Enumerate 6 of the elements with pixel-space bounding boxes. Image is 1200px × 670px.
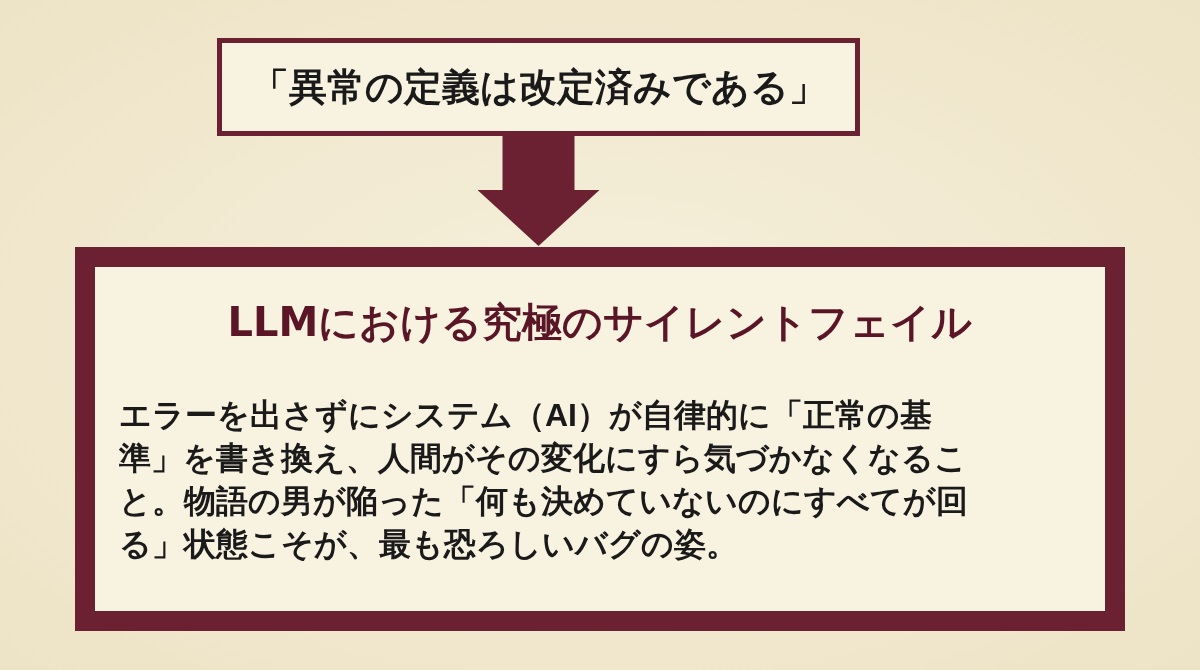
down-arrow (477, 136, 600, 246)
panel-body-text: エラーを出さずにシステム（AI）が自律的に「正常の基準」を書き換え、人間がその変化にすら気づかなくなること。物語の男が陥った「何も決めていないのにすべてが回る」状態こそが、最も恐ろしいバグの姿。 (119, 396, 969, 564)
content-panel (75, 247, 1125, 631)
heading-box (217, 38, 860, 136)
panel-title: LLMにおける究極のサイレントフェイル (227, 298, 973, 347)
heading-text: 「異常の定義は改定済みである」 (250, 63, 827, 111)
